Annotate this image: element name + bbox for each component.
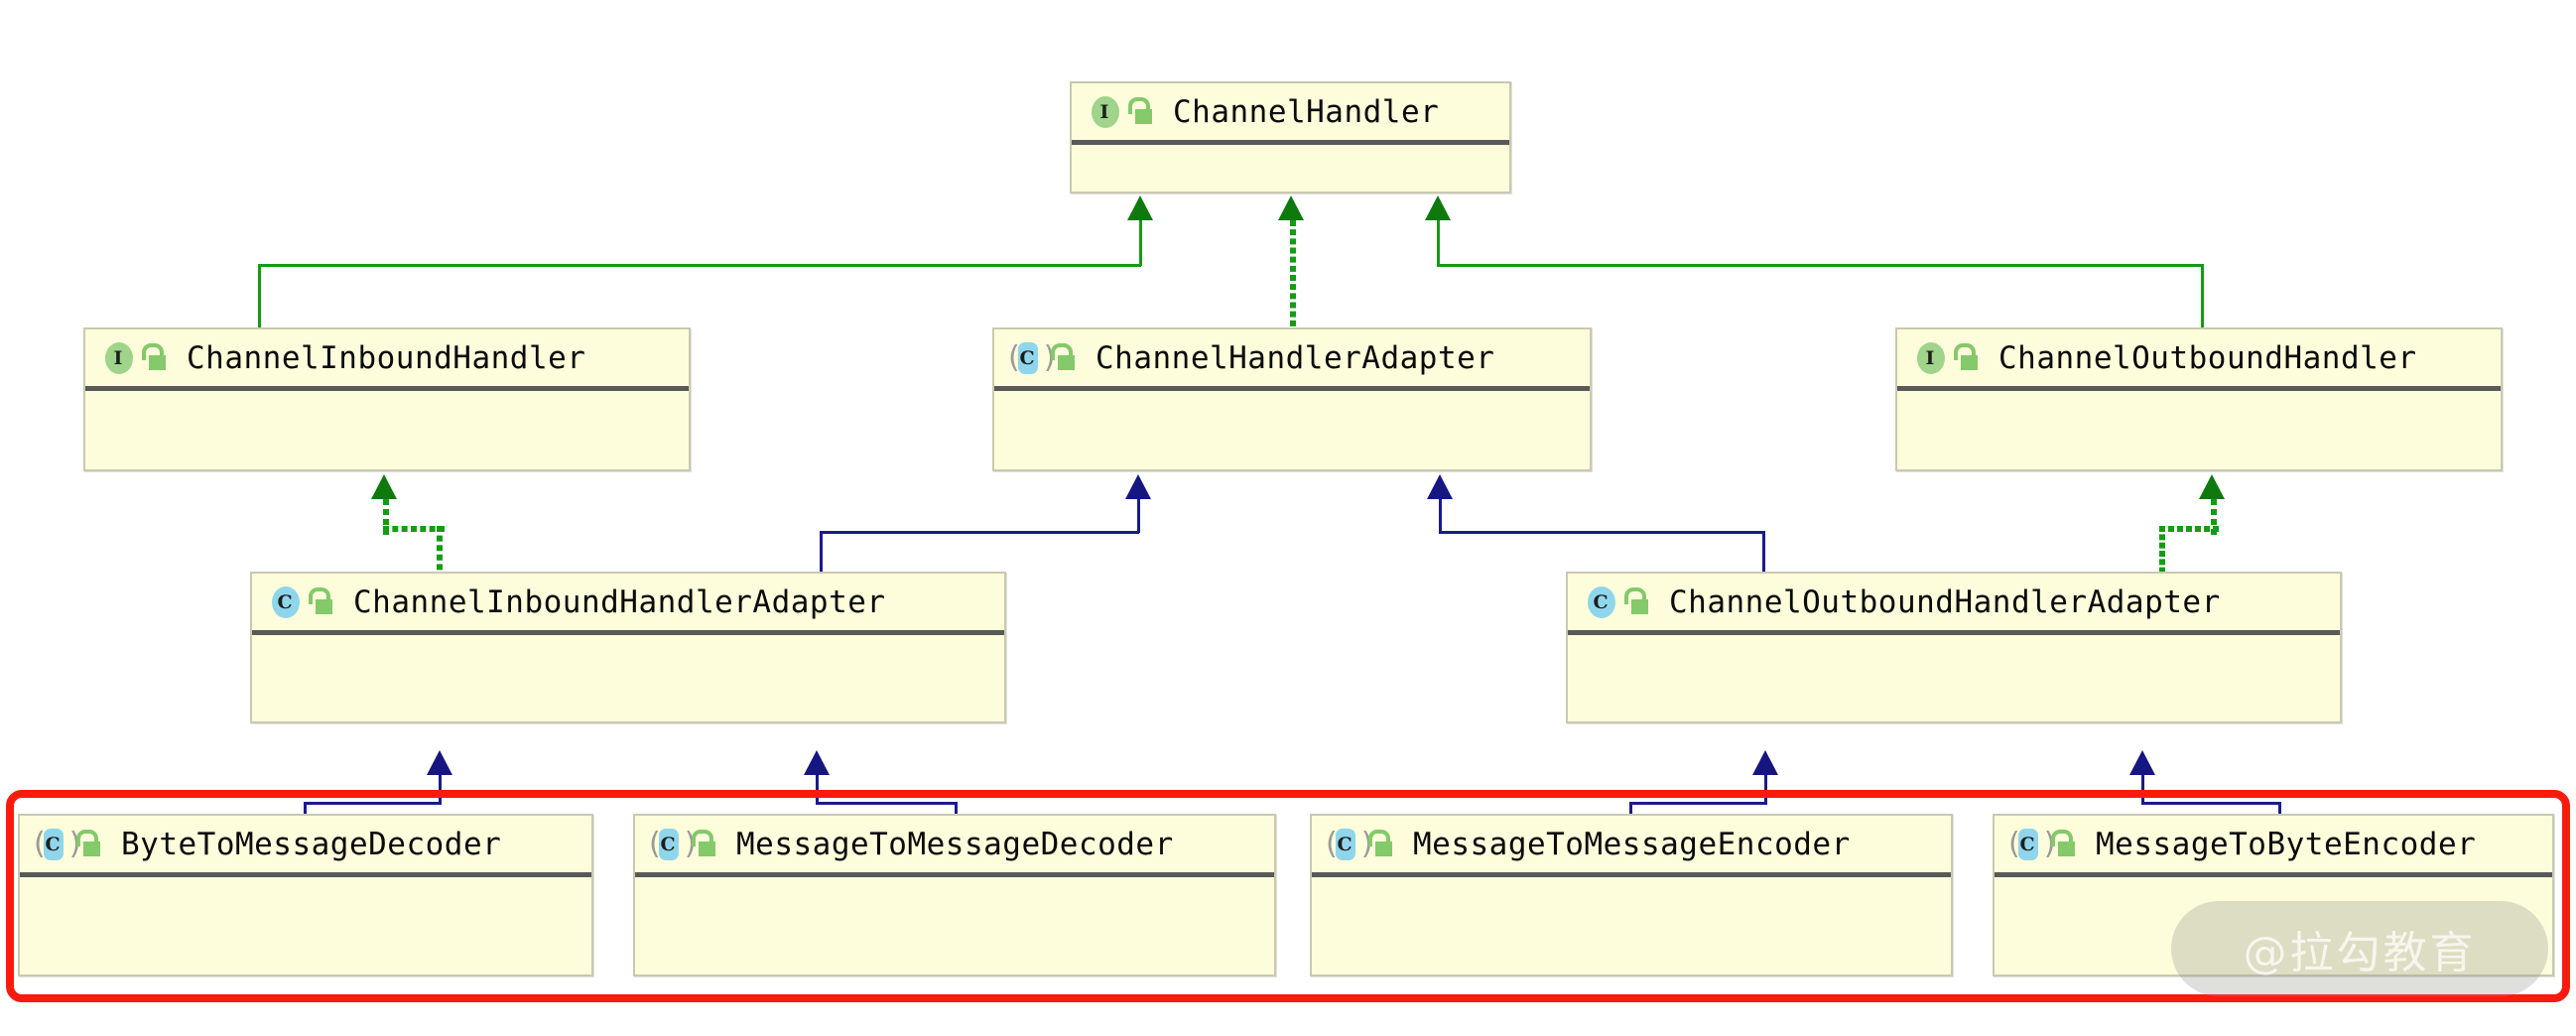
unlocked-icon [75, 829, 101, 859]
interface-badge-icon: I [1913, 341, 1947, 375]
class-node-title: I ChannelHandler [1072, 83, 1509, 145]
edge-inadapter-to-adapter-span [820, 531, 1139, 534]
class-badge-icon: C [1584, 585, 1617, 619]
arrowhead-outadapter-to-adapter [1427, 474, 1453, 499]
edge-inbound-to-handler-span [258, 264, 1141, 267]
edge-outadapter-to-outbound-span [2159, 526, 2219, 532]
unlocked-icon [308, 586, 333, 617]
class-node-channel-handler-adapter[interactable]: ()C ChannelHandlerAdapter [992, 327, 1592, 471]
class-name-label: ChannelHandlerAdapter [1095, 339, 1495, 376]
edge-m2be-span [2141, 802, 2281, 805]
codec-classes-highlight [6, 790, 2570, 1002]
edge-m2me-span [1629, 802, 1766, 805]
arrowhead-m2me [1752, 750, 1778, 775]
arrowhead-b2md [427, 750, 452, 775]
class-node-title: I ChannelOutboundHandler [1897, 329, 2501, 391]
arrowhead-inadapter-to-adapter [1125, 474, 1151, 499]
class-node-title: C ChannelOutboundHandlerAdapter [1568, 574, 2340, 635]
class-badge-icon: C [268, 585, 302, 619]
edge-outbound-to-handler-drop [1437, 220, 1440, 266]
unlocked-icon [691, 829, 716, 859]
class-name-label: ByteToMessageDecoder [121, 826, 502, 862]
class-node-channel-outbound-handler-adapter[interactable]: C ChannelOutboundHandlerAdapter [1566, 572, 2342, 723]
arrowhead-adapter-to-handler [1278, 195, 1304, 220]
edge-b2md-span [304, 802, 441, 805]
class-node-title: ()C ChannelHandlerAdapter [994, 329, 1590, 391]
arrowhead-outbound-to-handler [1425, 195, 1451, 220]
class-name-label: ChannelOutboundHandler [1998, 339, 2417, 376]
class-node-title: C ChannelInboundHandlerAdapter [252, 574, 1004, 635]
class-node-title: ()C ByteToMessageDecoder [20, 816, 591, 877]
class-name-label: ChannelInboundHandler [187, 339, 586, 376]
edge-inbound-to-handler-riser [258, 264, 261, 329]
unlocked-icon [141, 342, 167, 373]
edge-m2md-span [816, 802, 958, 805]
class-node-title: ()C MessageToMessageDecoder [635, 816, 1274, 877]
interface-badge-icon: I [1088, 95, 1121, 129]
unlocked-icon [1623, 586, 1649, 617]
class-badge-icon: ()C [1008, 339, 1080, 375]
edge-inadapter-to-adapter-drop [1137, 499, 1140, 533]
unlocked-icon [1367, 829, 1393, 859]
class-name-label: MessageToByteEncoder [2096, 826, 2477, 862]
class-node-title: ()C MessageToByteEncoder [1995, 816, 2552, 877]
unlocked-icon [1050, 342, 1076, 373]
arrowhead-m2md [804, 750, 830, 775]
class-node-channel-outbound-handler[interactable]: I ChannelOutboundHandler [1895, 327, 2503, 471]
edge-outbound-to-handler-span [1437, 264, 2204, 267]
class-members-area [252, 635, 1004, 783]
class-name-label: MessageToMessageEncoder [1413, 826, 1851, 862]
class-node-title: ()C MessageToMessageEncoder [1312, 816, 1951, 877]
edge-inadapter-to-inbound-drop [383, 499, 389, 535]
class-node-channel-inbound-handler-adapter[interactable]: C ChannelInboundHandlerAdapter [250, 572, 1006, 723]
unlocked-icon [2050, 829, 2076, 859]
unlocked-icon [1127, 96, 1153, 127]
arrowhead-outadapter-to-outbound [2199, 474, 2225, 499]
class-members-area [994, 391, 1590, 531]
class-node-byte-to-message-decoder[interactable]: ()C ByteToMessageDecoder [18, 814, 593, 976]
class-members-area [1568, 635, 2340, 783]
class-name-label: ChannelInboundHandlerAdapter [353, 583, 886, 620]
class-members-area [1072, 145, 1509, 253]
class-name-label: ChannelOutboundHandlerAdapter [1669, 583, 2221, 620]
class-node-message-to-message-encoder[interactable]: ()C MessageToMessageEncoder [1310, 814, 1953, 976]
edge-outadapter-to-adapter-drop [1439, 499, 1442, 533]
class-node-message-to-byte-encoder[interactable]: ()C MessageToByteEncoder [1993, 814, 2554, 976]
arrowhead-inadapter-to-inbound [371, 474, 397, 499]
class-members-area [85, 391, 689, 531]
class-node-message-to-message-decoder[interactable]: ()C MessageToMessageDecoder [633, 814, 1276, 976]
edge-inbound-to-handler-drop [1139, 220, 1142, 266]
unlocked-icon [1953, 342, 1979, 373]
edge-inadapter-to-adapter-riser [820, 531, 823, 576]
edge-outadapter-to-adapter-riser [1762, 531, 1765, 576]
class-node-channel-inbound-handler[interactable]: I ChannelInboundHandler [83, 327, 691, 471]
interface-badge-icon: I [101, 341, 135, 375]
edge-outadapter-to-adapter-span [1439, 531, 1765, 534]
class-node-title: I ChannelInboundHandler [85, 329, 689, 391]
edge-outbound-to-handler-riser [2201, 264, 2204, 329]
arrowhead-m2be [2129, 750, 2155, 775]
edge-outadapter-to-outbound-drop [2211, 499, 2217, 535]
arrowhead-inbound-to-handler [1127, 195, 1153, 220]
class-name-label: MessageToMessageDecoder [736, 826, 1174, 862]
class-members-area [1897, 391, 2501, 531]
class-node-channel-handler[interactable]: I ChannelHandler [1070, 81, 1511, 194]
class-name-label: ChannelHandler [1173, 93, 1440, 130]
